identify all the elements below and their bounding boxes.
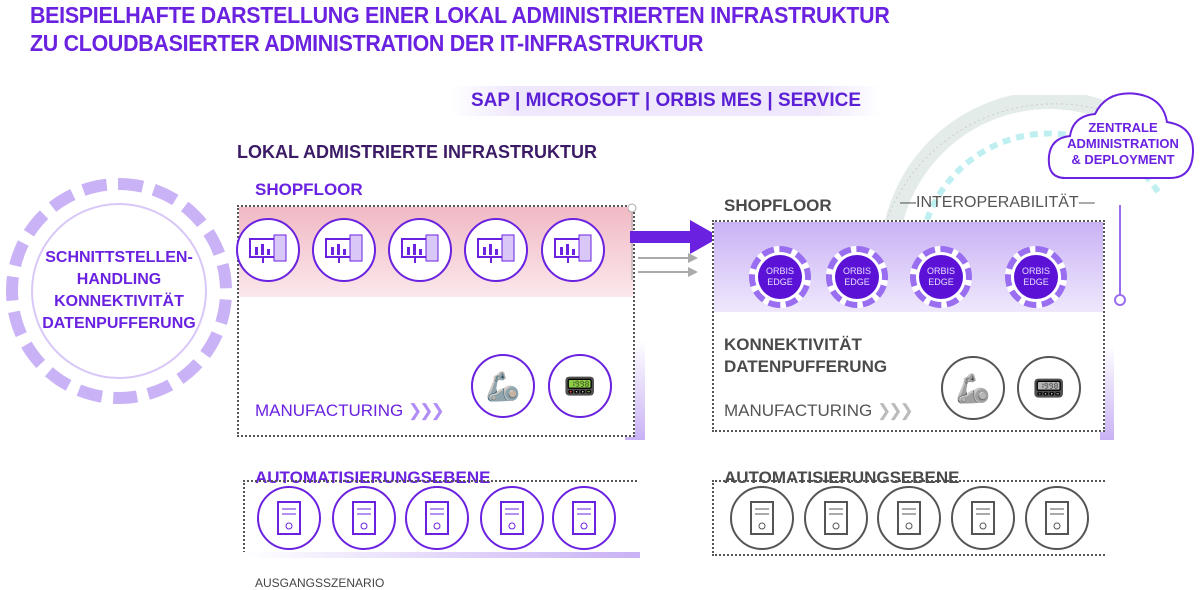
handheld-scanner-icon: 📟	[1017, 356, 1081, 420]
server-icon	[257, 486, 321, 550]
left-manufacturing-label: MANUFACTURING ❯❯❯	[255, 401, 445, 421]
edge-label-1: ORBIS	[842, 266, 871, 276]
buffering-label: DATENPUFFERUNG	[724, 357, 888, 376]
server-icon	[405, 486, 469, 550]
server-icon	[1025, 486, 1089, 550]
left-manufacturing-text: MANUFACTURING	[255, 401, 404, 420]
robot-arm-icon: 🦾	[941, 356, 1005, 420]
cloud-icon	[1047, 92, 1195, 179]
title-line-1: BEISPIELHAFTE DARSTELLUNG EINER LOKAL AD…	[30, 2, 890, 28]
server-icon	[804, 486, 868, 550]
left-heading: LOKAL ADMISTRIERTE INFRASTRUKTUR	[237, 142, 597, 162]
monitor-icon	[388, 218, 452, 282]
monitor-icon	[541, 218, 605, 282]
edge-label-2: EDGE	[767, 277, 793, 287]
edge-label-2: EDGE	[1023, 277, 1049, 287]
chevrons-icon: ❯❯❯	[877, 401, 914, 420]
server-icon	[552, 486, 616, 550]
left-automation-label: AUTOMATISIERUNGSEBENE	[255, 468, 491, 487]
edge-label-1: ORBIS	[765, 266, 794, 276]
circle-line-3: KONNEKTIVITÄT	[54, 293, 184, 310]
circle-line-2: HANDLING	[76, 271, 162, 288]
server-icon	[877, 486, 941, 550]
right-features: KONNEKTIVITÄT DATENPUFFERUNG	[724, 334, 887, 378]
edge-label-2: EDGE	[928, 277, 954, 287]
cloud-line-2: ADMINISTRATION	[1067, 136, 1179, 151]
circle-line-4: DATENPUFFERUNG	[42, 315, 196, 332]
cloud-line-3: & DEPLOYMENT	[1071, 152, 1175, 167]
robot-arm-icon: 🦾	[471, 354, 535, 418]
server-icon	[480, 486, 544, 550]
migration-arrow	[628, 203, 720, 280]
connectivity-label: KONNEKTIVITÄT	[724, 335, 862, 354]
edge-label-2: EDGE	[844, 277, 870, 287]
monitor-icon	[236, 218, 300, 282]
right-manufacturing-label: MANUFACTURING ❯❯❯	[724, 401, 914, 421]
handheld-scanner-icon: 📟	[548, 354, 612, 418]
monitor-icon	[312, 218, 376, 282]
left-shopfloor-label: SHOPFLOOR	[255, 180, 363, 199]
right-manufacturing-text: MANUFACTURING	[724, 401, 873, 420]
right-automation-label: AUTOMATISIERUNGSEBENE	[724, 468, 960, 487]
cloud-line-1: ZENTRALE	[1088, 120, 1158, 135]
interface-circle: SCHNITTSTELLEN- HANDLING KONNEKTIVITÄT D…	[6, 178, 232, 404]
interop-connector	[1114, 205, 1126, 306]
server-icon	[332, 486, 396, 550]
circle-line-1: SCHNITTSTELLEN-	[45, 249, 193, 266]
interoperability-label: —INTEROPERABILITÄT—	[900, 194, 1095, 211]
right-automation-box	[712, 480, 1105, 556]
systems-banner: SAP | MICROSOFT | ORBIS MES | SERVICE	[450, 86, 882, 116]
server-icon	[730, 486, 794, 550]
edge-label-1: ORBIS	[926, 266, 955, 276]
interoperability-text: INTEROPERABILITÄT	[916, 194, 1079, 211]
edge-label-1: ORBIS	[1021, 266, 1050, 276]
monitor-icon	[464, 218, 528, 282]
server-icon	[951, 486, 1015, 550]
chevrons-icon: ❯❯❯	[408, 401, 445, 420]
cloud: ZENTRALE ADMINISTRATION & DEPLOYMENT	[1045, 86, 1197, 182]
scenario-caption: AUSGANGSSZENARIO	[255, 576, 385, 590]
right-shopfloor-label: SHOPFLOOR	[724, 196, 832, 215]
title-line-2: ZU CLOUDBASIERTER ADMINISTRATION DER IT-…	[30, 30, 704, 56]
